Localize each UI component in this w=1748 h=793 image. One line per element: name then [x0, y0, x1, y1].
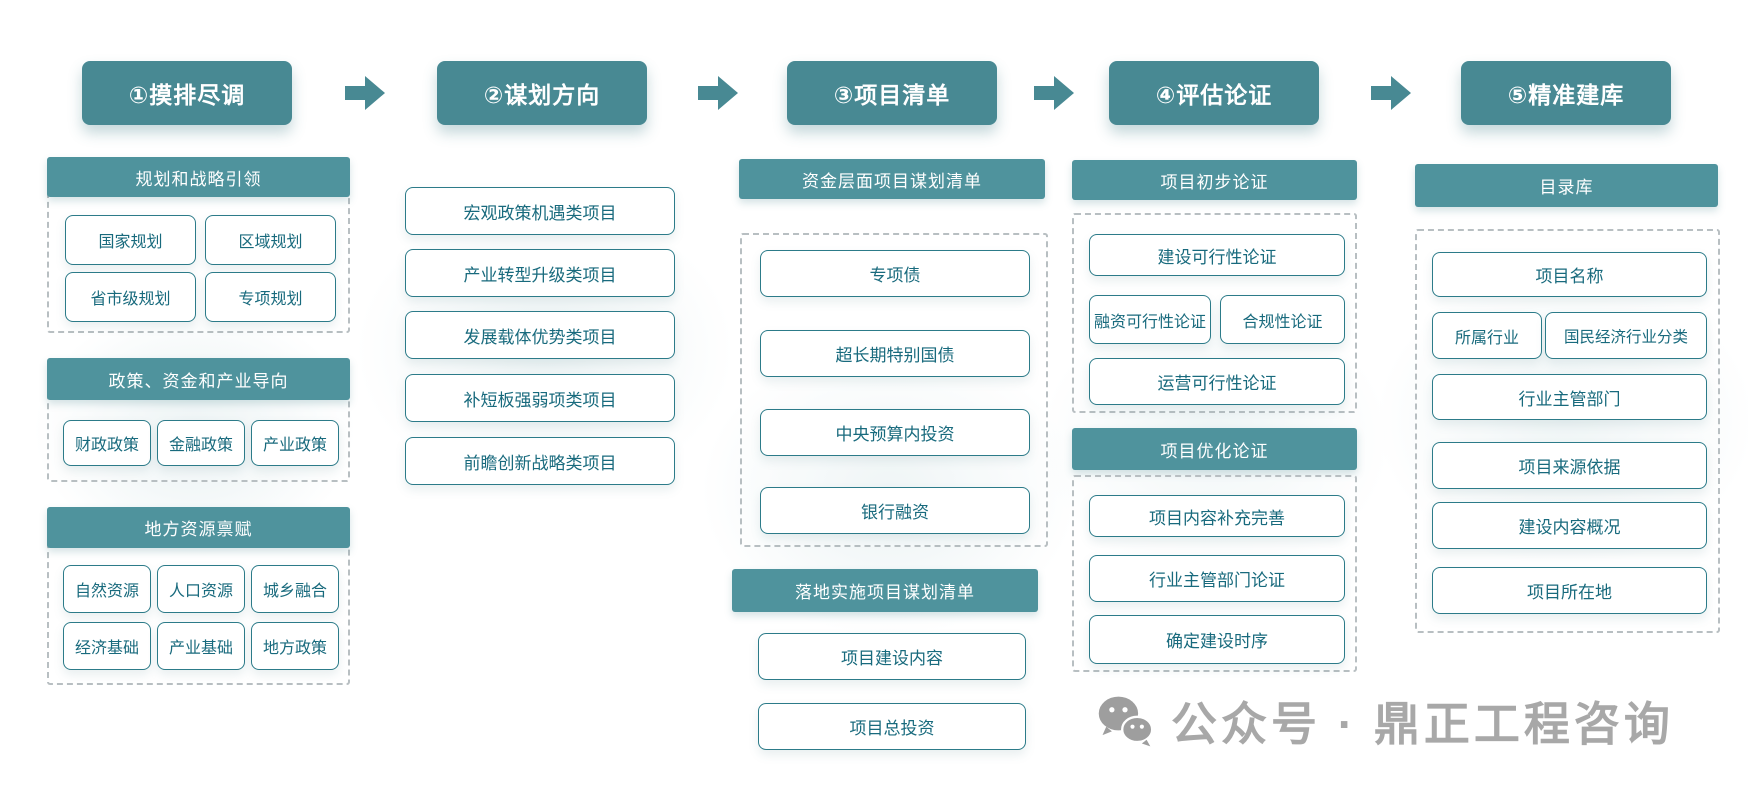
box-macro-policy-projects: 宏观政策机遇类项目 — [405, 187, 675, 235]
step-1-header: ①摸排尽调 — [82, 61, 292, 125]
box-project-name: 项目名称 — [1432, 252, 1707, 297]
box-construction-feasibility: 建设可行性论证 — [1089, 234, 1345, 276]
col4-optimization-panel: 项目内容补充完善 行业主管部门论证 确定建设时序 — [1072, 475, 1357, 672]
box-project-source-basis: 项目来源依据 — [1432, 442, 1707, 489]
box-compliance-review: 合规性论证 — [1220, 295, 1345, 344]
box-construction-sequencing: 确定建设时序 — [1089, 615, 1345, 664]
col4-initial-review-panel: 建设可行性论证 融资可行性论证 合规性论证 运营可行性论证 — [1072, 213, 1357, 413]
step-5-header: ⑤精准建库 — [1461, 61, 1671, 125]
box-province-city-plan: 省市级规划 — [65, 272, 196, 322]
step-4-header: ④评估论证 — [1109, 61, 1319, 125]
box-industry-policy: 产业政策 — [251, 420, 339, 466]
box-forward-innovation-projects: 前瞻创新战略类项目 — [405, 437, 675, 485]
watermark: 公众号 · 鼎正工程咨询 — [1095, 688, 1674, 754]
box-operation-feasibility: 运营可行性论证 — [1089, 358, 1345, 405]
box-national-plan: 国家规划 — [65, 215, 196, 265]
col1-planning-panel: 规划和战略引领 国家规划 区域规划 省市级规划 专项规划 — [47, 157, 350, 333]
wechat-icon — [1098, 696, 1154, 747]
arrow-right-icon — [1371, 76, 1411, 110]
box-project-construction-content: 项目建设内容 — [758, 633, 1026, 680]
arrow-right-icon — [698, 76, 738, 110]
col1-resources-panel: 地方资源禀赋 自然资源 人口资源 城乡融合 经济基础 产业基础 地方政策 — [47, 507, 350, 685]
col1-policy-panel: 政策、资金和产业导向 财政政策 金融政策 产业政策 — [47, 358, 350, 482]
box-content-supplement: 项目内容补充完善 — [1089, 495, 1345, 537]
col5-catalog-title-bar: 目录库 — [1415, 164, 1718, 207]
box-financing-feasibility: 融资可行性论证 — [1089, 295, 1211, 344]
box-natural-resources: 自然资源 — [63, 565, 151, 613]
col1-sec1-title-bar: 规划和战略引领 — [47, 157, 350, 197]
col3-funding-list-title-bar: 资金层面项目谋划清单 — [739, 159, 1045, 199]
box-ultra-long-treasury: 超长期特别国债 — [760, 330, 1030, 377]
step-2-header: ②谋划方向 — [437, 61, 647, 125]
col3-funding-panel: 专项债 超长期特别国债 中央预算内投资 银行融资 — [740, 233, 1048, 547]
box-finance-policy: 金融政策 — [157, 420, 245, 466]
box-local-policy: 地方政策 — [251, 622, 339, 670]
box-special-bonds: 专项债 — [760, 250, 1030, 297]
col3-implementation-list-title-bar: 落地实施项目谋划清单 — [732, 569, 1038, 612]
box-industrial-base: 产业基础 — [157, 622, 245, 670]
watermark-text: 公众号 · 鼎正工程咨询 — [1171, 698, 1674, 750]
box-economic-base: 经济基础 — [63, 622, 151, 670]
box-special-plan: 专项规划 — [205, 272, 336, 322]
box-national-economy-industry-class: 国民经济行业分类 — [1545, 312, 1707, 359]
col5-catalog-panel: 项目名称 所属行业 国民经济行业分类 行业主管部门 项目来源依据 建设内容概况 … — [1415, 229, 1720, 633]
box-population-resources: 人口资源 — [157, 565, 245, 613]
box-central-budget-investment: 中央预算内投资 — [760, 409, 1030, 456]
box-project-total-investment: 项目总投资 — [758, 703, 1026, 750]
arrow-right-icon — [345, 76, 385, 110]
box-project-location: 项目所在地 — [1432, 567, 1707, 614]
box-industry-sector: 所属行业 — [1432, 312, 1542, 359]
box-authority-review: 行业主管部门论证 — [1089, 555, 1345, 602]
box-carrier-advantage-projects: 发展载体优势类项目 — [405, 311, 675, 359]
box-shortboard-projects: 补短板强弱项类项目 — [405, 374, 675, 422]
box-bank-financing: 银行融资 — [760, 487, 1030, 534]
box-urban-rural-integration: 城乡融合 — [251, 565, 339, 613]
arrow-right-icon — [1034, 76, 1074, 110]
box-fiscal-policy: 财政政策 — [63, 420, 151, 466]
col4-initial-review-title-bar: 项目初步论证 — [1072, 160, 1357, 200]
col4-optimization-title-bar: 项目优化论证 — [1072, 428, 1357, 470]
col1-sec3-title-bar: 地方资源禀赋 — [47, 507, 350, 548]
step-3-header: ③项目清单 — [787, 61, 997, 125]
col1-sec2-title-bar: 政策、资金和产业导向 — [47, 358, 350, 400]
box-industry-authority: 行业主管部门 — [1432, 374, 1707, 420]
box-regional-plan: 区域规划 — [205, 215, 336, 265]
box-industry-upgrade-projects: 产业转型升级类项目 — [405, 249, 675, 297]
box-construction-overview: 建设内容概况 — [1432, 502, 1707, 549]
